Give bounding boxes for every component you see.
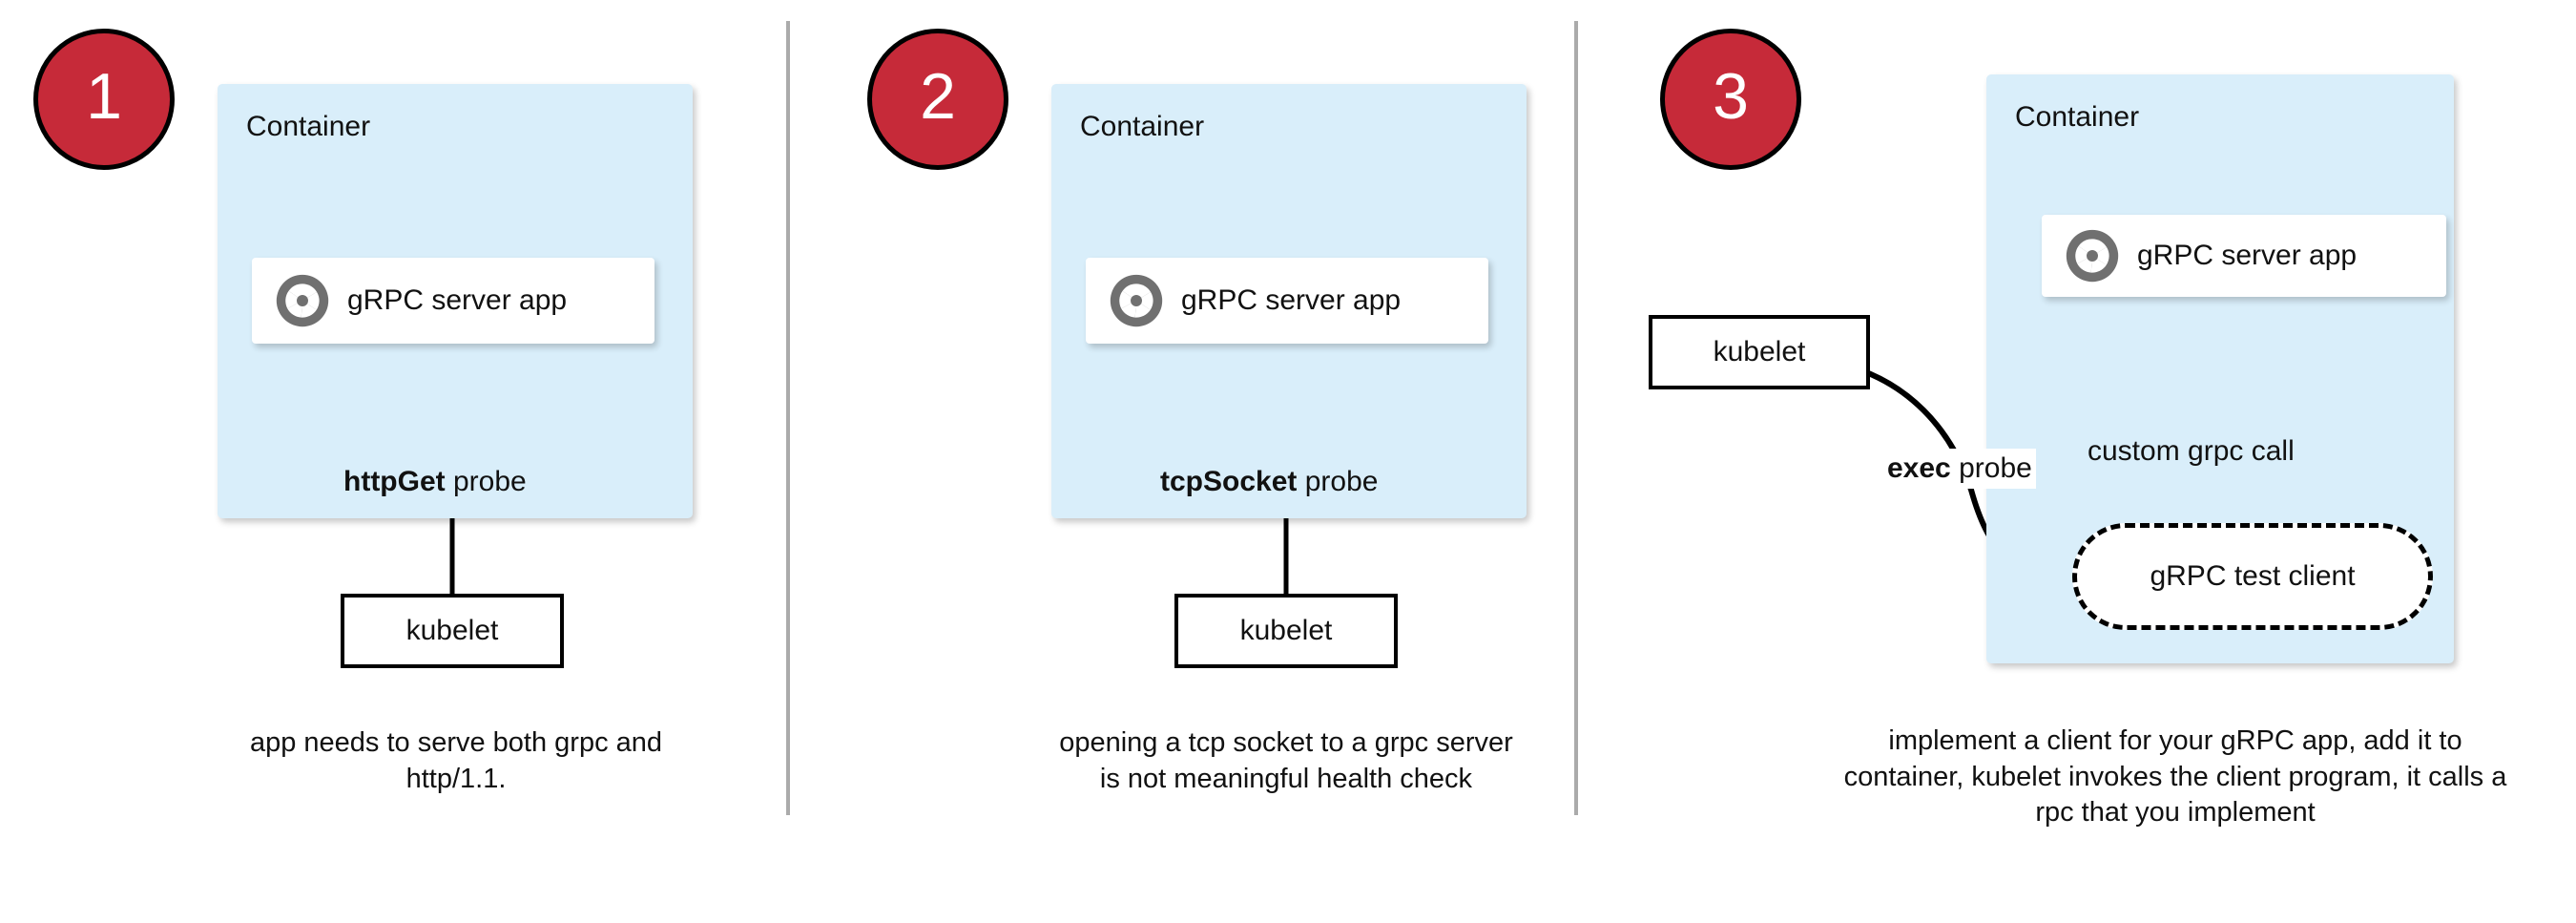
kubelet-box-1: kubelet: [341, 594, 564, 668]
kubelet-box-2: kubelet: [1174, 594, 1398, 668]
tcpsocket-probe-label-strong: tcpSocket: [1160, 466, 1298, 497]
httpget-probe-label-strong: httpGet: [343, 466, 446, 497]
kubelet-box-3: kubelet: [1649, 315, 1870, 389]
panel-divider-2: [1574, 21, 1578, 815]
grpc-aperture-icon: [1109, 273, 1164, 328]
grpc-server-app-card-3: gRPC server app: [2042, 215, 2446, 297]
step-badge-3: 3: [1660, 29, 1801, 170]
grpc-aperture-icon: [2065, 228, 2120, 283]
httpget-probe-label-rest: probe: [445, 466, 527, 497]
grpc-test-client-label: gRPC test client: [2150, 560, 2356, 592]
kubelet-label-2: kubelet: [1239, 615, 1333, 646]
httpget-probe-label: httpGet probe: [343, 468, 527, 496]
grpc-aperture-icon: [275, 273, 330, 328]
step-badge-3-number: 3: [1713, 60, 1749, 133]
grpc-server-app-card-2: gRPC server app: [1086, 258, 1488, 344]
exec-probe-label: exec probe: [1883, 449, 2036, 489]
panel-caption-2: opening a tcp socket to a grpc server is…: [1059, 727, 1513, 794]
container-label-3: Container: [2015, 101, 2140, 133]
step-badge-1-number: 1: [86, 60, 122, 133]
panel-caption-3: implement a client for your gRPC app, ad…: [1843, 725, 2507, 829]
grpc-server-app-label-3: gRPC server app: [2137, 240, 2358, 271]
grpc-server-app-card-1: gRPC server app: [252, 258, 654, 344]
exec-probe-label-rest: probe: [1950, 452, 2032, 484]
step-badge-1: 1: [33, 29, 175, 170]
kubelet-label-3: kubelet: [1713, 336, 1806, 367]
panel-divider-1: [786, 21, 790, 815]
tcpsocket-probe-label: tcpSocket probe: [1160, 468, 1378, 496]
custom-grpc-call-label: custom grpc call: [2088, 435, 2295, 467]
kubelet-label-1: kubelet: [405, 615, 499, 646]
panel-caption-1: app needs to serve both grpc and http/1.…: [249, 727, 663, 794]
grpc-server-app-label-1: gRPC server app: [347, 284, 568, 316]
grpc-test-client-node: gRPC test client: [2072, 523, 2433, 630]
grpc-server-app-label-2: gRPC server app: [1181, 284, 1402, 316]
step-badge-2: 2: [867, 29, 1008, 170]
exec-probe-label-strong: exec: [1887, 452, 1951, 484]
container-label-1: Container: [246, 111, 371, 142]
step-badge-2-number: 2: [920, 60, 956, 133]
tcpsocket-probe-label-rest: probe: [1297, 466, 1379, 497]
container-label-2: Container: [1080, 111, 1205, 142]
